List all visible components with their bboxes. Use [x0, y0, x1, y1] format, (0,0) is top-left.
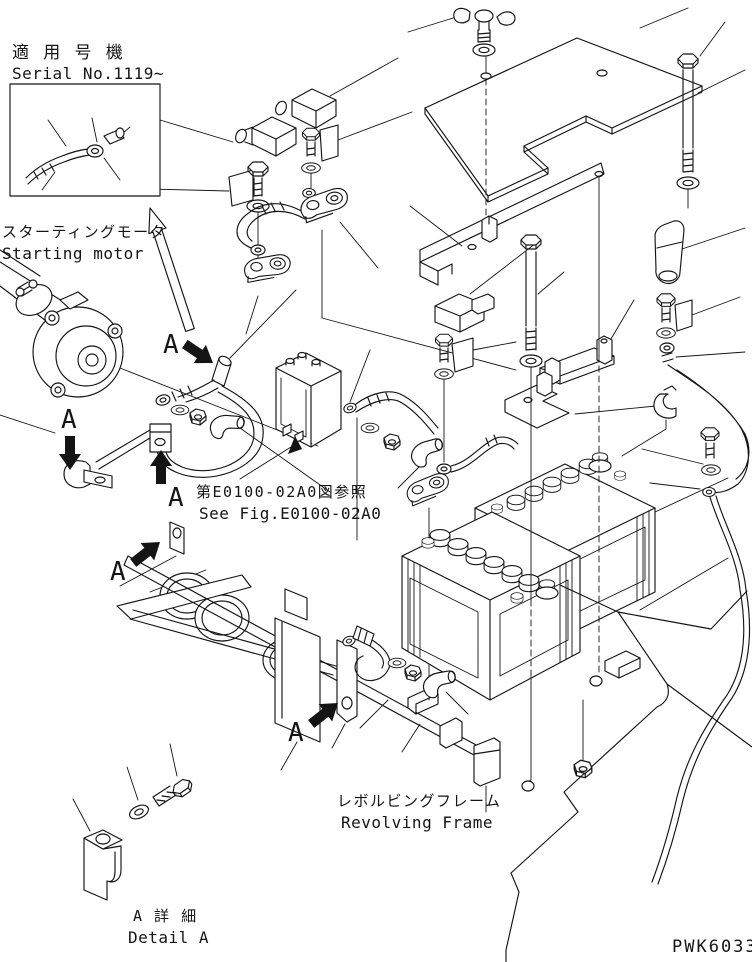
washer-icon	[701, 464, 721, 476]
section-marker-a: A	[61, 405, 77, 435]
section-arrow-icon	[150, 450, 172, 484]
battery-terminal-clamp-icon	[404, 471, 452, 507]
cable-lug-icon	[702, 486, 716, 498]
section-marker-a: A	[110, 557, 126, 587]
washer-icon	[129, 804, 149, 820]
frame-rail-assembly	[116, 521, 501, 787]
text-labels: 適 用 号 機 Serial No.1119~ スターティングモータ Start…	[2, 43, 752, 957]
applicability-label-en: Serial No.1119~	[12, 64, 164, 83]
nut-icon	[404, 664, 422, 682]
mount-plate	[319, 124, 339, 162]
revolving-frame-label-en: Revolving Frame	[341, 813, 493, 832]
bolt-icon	[302, 127, 320, 141]
jumper-cable	[450, 434, 519, 473]
rail-clamp-icon	[439, 717, 463, 749]
battery-terminal-clamp-icon	[243, 251, 292, 286]
section-arrow-icon	[178, 334, 220, 373]
battery-cable	[157, 385, 264, 478]
cable-lug-icon	[659, 342, 675, 354]
washer-icon	[301, 162, 321, 174]
starting-motor-label-en: Starting motor	[2, 244, 144, 263]
bolt-icon	[152, 776, 196, 807]
rubber-boot-icon	[421, 669, 458, 700]
leader-lines	[0, 7, 746, 832]
washer-icon	[387, 657, 407, 669]
frame-cable-cluster	[341, 625, 458, 700]
see-fig-label-jp: 第E0100-02A0図参照	[196, 483, 367, 501]
nut-icon	[189, 408, 207, 426]
connector-block	[473, 737, 501, 787]
hanger-strap	[336, 639, 358, 723]
cable-lug-icon	[154, 392, 172, 408]
drawing-code: PWK6033	[672, 937, 752, 957]
battery-rod-right	[676, 53, 700, 209]
bolt-icon	[247, 161, 269, 177]
t-plate	[504, 371, 570, 429]
plate-support-bar	[419, 162, 605, 286]
battery-rod-center	[519, 234, 543, 368]
starting-motor	[0, 249, 124, 398]
upper-terminal-cluster	[228, 88, 350, 286]
detail-a-label-en: Detail A	[128, 928, 209, 947]
bolt-icon	[700, 427, 720, 441]
frame-plate	[274, 617, 321, 743]
starting-motor-label-jp: スターティングモータ	[2, 223, 166, 241]
connector-cover-icon	[275, 88, 337, 129]
serial-applicability-box	[9, 83, 161, 197]
washer-icon	[360, 422, 380, 434]
pointer-arrow-icon	[288, 436, 302, 454]
section-marker-a: A	[288, 718, 304, 748]
bolt-icon	[656, 293, 676, 307]
cable-lug-icon	[250, 244, 266, 256]
battery-relay	[275, 351, 342, 454]
hold-down-rods	[521, 175, 603, 792]
mount-plate	[228, 169, 254, 207]
battery-cable	[667, 364, 750, 494]
rubber-cap-icon	[654, 220, 685, 285]
battery-front	[401, 511, 581, 701]
battery-cover-plate	[424, 7, 703, 219]
detail-a-parts	[83, 776, 196, 901]
washer-icon	[656, 327, 676, 339]
washer-icon	[170, 404, 190, 416]
cable-clamp-icon	[653, 385, 677, 419]
frame-cable	[651, 495, 751, 885]
wing-bolt-icon	[453, 7, 516, 57]
applicability-label-jp: 適 用 号 機	[12, 43, 125, 63]
battery-post-icon	[491, 452, 626, 514]
spacer-block	[604, 650, 641, 679]
relay-cable-cluster	[342, 391, 447, 470]
revolving-frame-label-jp: レボルビングフレーム	[337, 792, 502, 810]
battery-connector-set	[434, 293, 519, 475]
rubber-boot-icon	[408, 437, 447, 470]
section-marker-a: A	[163, 330, 179, 360]
nut-icon	[383, 433, 401, 451]
right-cable-assembly	[653, 220, 750, 498]
connector-cover-icon	[235, 116, 297, 157]
hollow-arrow	[148, 207, 195, 332]
rubber-boot-icon	[208, 411, 246, 444]
see-fig-label-en: See Fig.E0100-02A0	[199, 504, 381, 523]
section-marker-a: A	[168, 483, 184, 513]
battery-cable	[236, 201, 306, 250]
revolving-frame-outline	[505, 495, 752, 962]
battery-post-icon	[421, 537, 559, 604]
detail-a-label-jp: A 詳 細	[133, 907, 198, 925]
washer-icon	[246, 199, 270, 213]
cable-lug-icon	[436, 463, 452, 475]
